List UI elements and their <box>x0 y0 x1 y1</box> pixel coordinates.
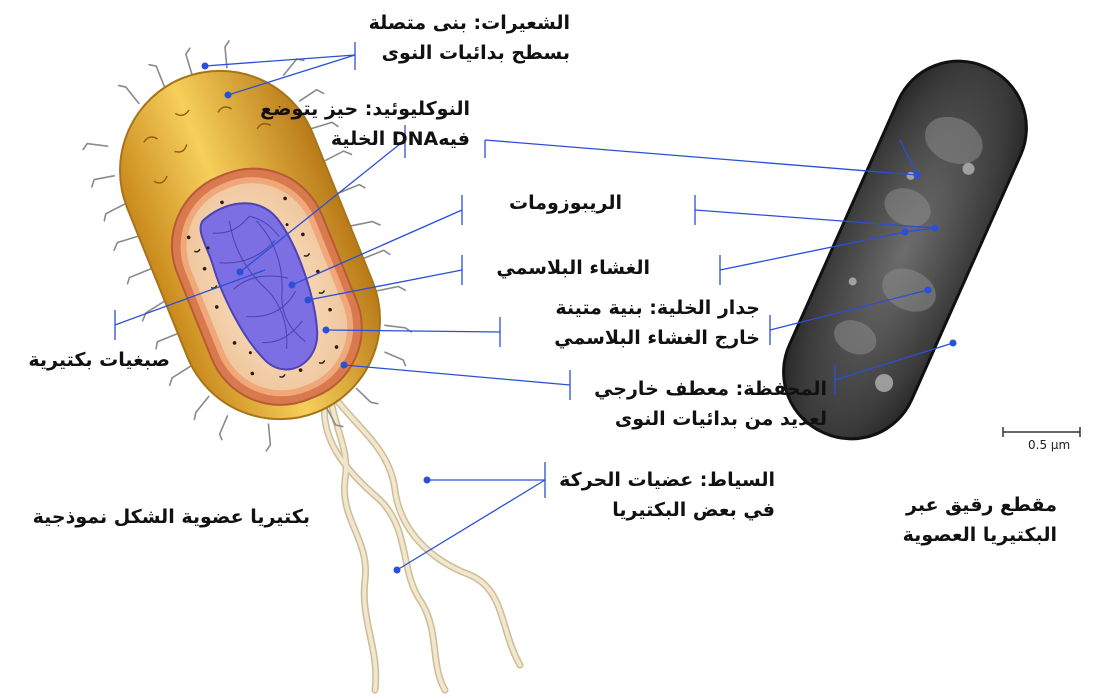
scale-bar-label: 0.5 µm <box>1028 438 1070 452</box>
label-pili: الشعيرات: بنى متصلة بسطح بدائيات النوى <box>369 8 570 68</box>
label-capsule: المحفظة: معطف خارجي لعديد من بدائيات الن… <box>594 374 827 434</box>
caption-drawing: بكتيريا عضوية الشكل نموذجية <box>33 502 310 532</box>
label-nucleoid: النوكليوئيد: حيز يتوضع فيهDNA الخلية <box>260 94 470 154</box>
label-ribosomes: الريبوزومات <box>509 188 622 218</box>
scale-bar <box>1003 427 1080 437</box>
label-chromosome: صبغيات بكتيرية <box>28 345 170 375</box>
caption-micrograph: مقطع رقيق عبر البكتيريا العصوية <box>903 490 1057 550</box>
label-plasma-membrane: الغشاء البلاسمي <box>496 253 650 283</box>
label-cell-wall: جدار الخلية: بنية متينة خارج الغشاء البل… <box>554 293 760 353</box>
label-flagella: السياط: عضيات الحركة في بعض البكتيريا <box>559 465 775 525</box>
